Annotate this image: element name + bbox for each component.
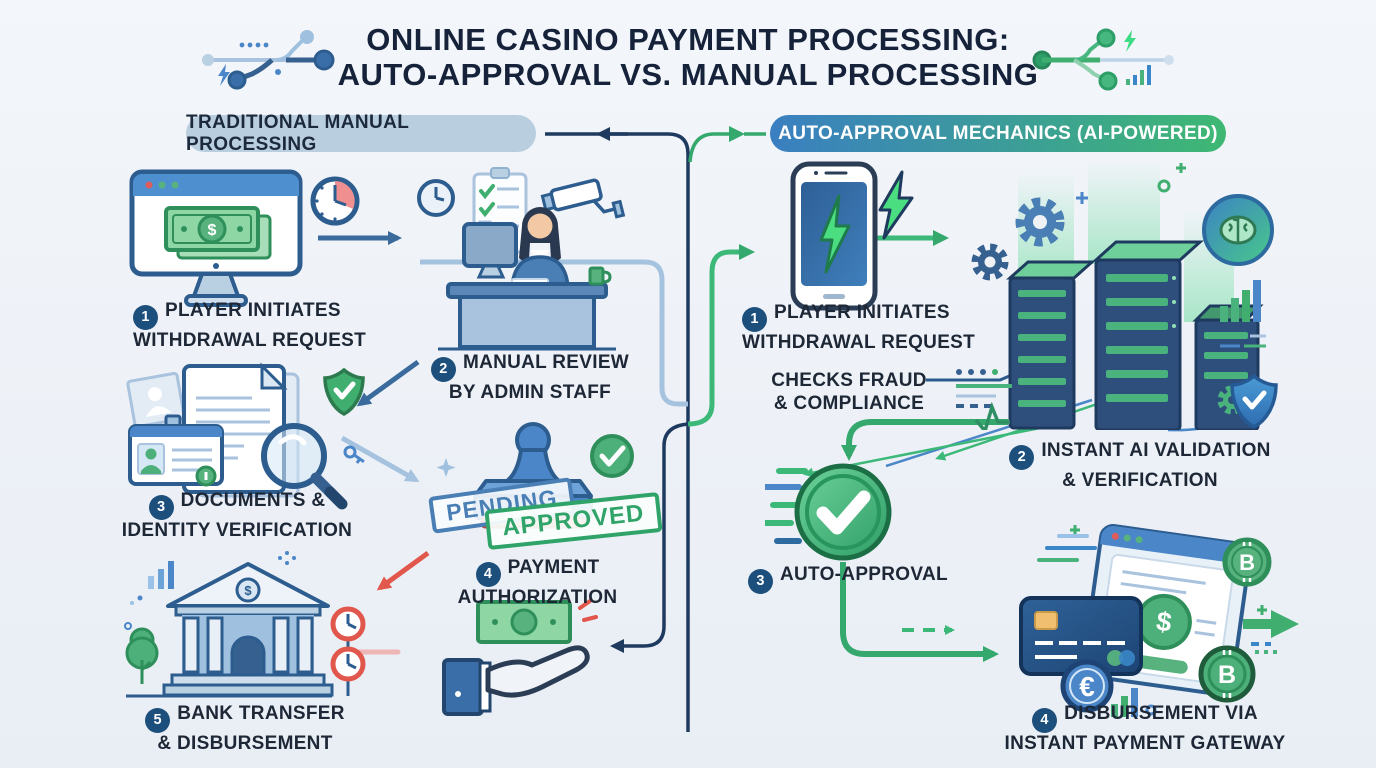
speed-lightning-icon — [878, 170, 914, 240]
magnifier-icon — [261, 423, 348, 510]
svg-text:$: $ — [208, 222, 217, 239]
growth-bars-icon — [148, 561, 174, 589]
growth-bars-icon — [1111, 688, 1157, 717]
mug-icon — [588, 266, 612, 286]
payout-hand-icon — [442, 599, 598, 716]
lightning-icon — [819, 194, 851, 274]
bitcoin-coin-icon: B — [1198, 645, 1256, 703]
svg-text:B: B — [1218, 661, 1236, 689]
sleeve-cuff — [442, 658, 484, 716]
page-title: ONLINE CASINO PAYMENT PROCESSING: AUTO-A… — [0, 22, 1376, 93]
tree-icon — [125, 627, 159, 684]
data-panel-icon — [956, 369, 1012, 430]
speed-arrow-icon — [1243, 610, 1299, 654]
header-auto-label: AUTO-APPROVAL MECHANICS (AI-POWERED) — [778, 122, 1218, 144]
ai-brain-icon — [1202, 194, 1274, 266]
step-number-badge: 1 — [742, 307, 767, 333]
photo-icon — [126, 371, 186, 429]
header-traditional-manual: TRADITIONAL MANUAL PROCESSING — [186, 112, 536, 155]
euro-coin-icon: € — [1060, 659, 1114, 713]
bitcoin-coin-icon: B — [1222, 537, 1272, 587]
key-icon — [343, 445, 365, 464]
svg-text:$: $ — [1154, 606, 1173, 638]
step-number-badge: 5 — [145, 708, 171, 734]
delay-clock-icon — [330, 606, 366, 642]
lightning-icon — [218, 64, 230, 86]
gear-icon — [971, 243, 1009, 281]
auto-approval-check-icon — [765, 463, 892, 561]
lightning-icon — [1124, 30, 1136, 52]
svg-text:B: B — [1239, 550, 1255, 575]
title-line-2: AUTO-APPROVAL VS. MANUAL PROCESSING — [337, 57, 1039, 93]
svg-text:€: € — [1079, 671, 1095, 702]
ai-validation-servers-icon — [956, 160, 1278, 430]
step-number-badge: 3 — [748, 569, 773, 595]
step-number-badge: 4 — [475, 562, 501, 588]
approved-check-icon — [590, 434, 634, 478]
step-number-badge: 2 — [1009, 445, 1035, 471]
step-number-badge: 4 — [1032, 708, 1058, 734]
id-card-icon — [128, 414, 224, 487]
svg-text:$: $ — [244, 583, 252, 598]
step-number-badge: 2 — [430, 357, 456, 383]
circuit-deco-left-icon — [202, 30, 335, 90]
circuit-deco-right-icon — [1032, 28, 1174, 91]
bank-transfer-icon: $ — [124, 551, 366, 698]
time-delay-clock-icon — [310, 176, 360, 226]
gear-icon — [1015, 197, 1065, 247]
admin-review-desk-icon — [417, 167, 626, 351]
signal-bars-icon — [1126, 65, 1151, 85]
header-traditional-label: TRADITIONAL MANUAL PROCESSING — [186, 111, 409, 155]
mobile-withdrawal-icon — [790, 161, 878, 311]
documents-verification-icon — [126, 362, 365, 510]
step-number-badge: 3 — [148, 495, 174, 521]
shield-check-icon — [323, 367, 365, 416]
fraud-compliance-note: CHECKS FRAUD & COMPLIANCE — [771, 370, 927, 414]
delay-clock-icon — [330, 646, 366, 682]
monitor-back-icon — [462, 222, 518, 268]
payment-gateway-icon: $ € B B — [1019, 524, 1299, 717]
computer-withdrawal-icon: $ — [129, 169, 303, 307]
server-tower-icon — [1006, 260, 1096, 430]
header-auto-approval: AUTO-APPROVAL MECHANICS (AI-POWERED) — [770, 115, 1226, 152]
analytics-bars-icon — [1220, 280, 1266, 348]
title-line-1: ONLINE CASINO PAYMENT PROCESSING: — [366, 22, 1010, 57]
speed-lines — [765, 468, 808, 544]
step-number-badge: 1 — [133, 305, 158, 331]
credit-card-icon — [1019, 596, 1143, 676]
